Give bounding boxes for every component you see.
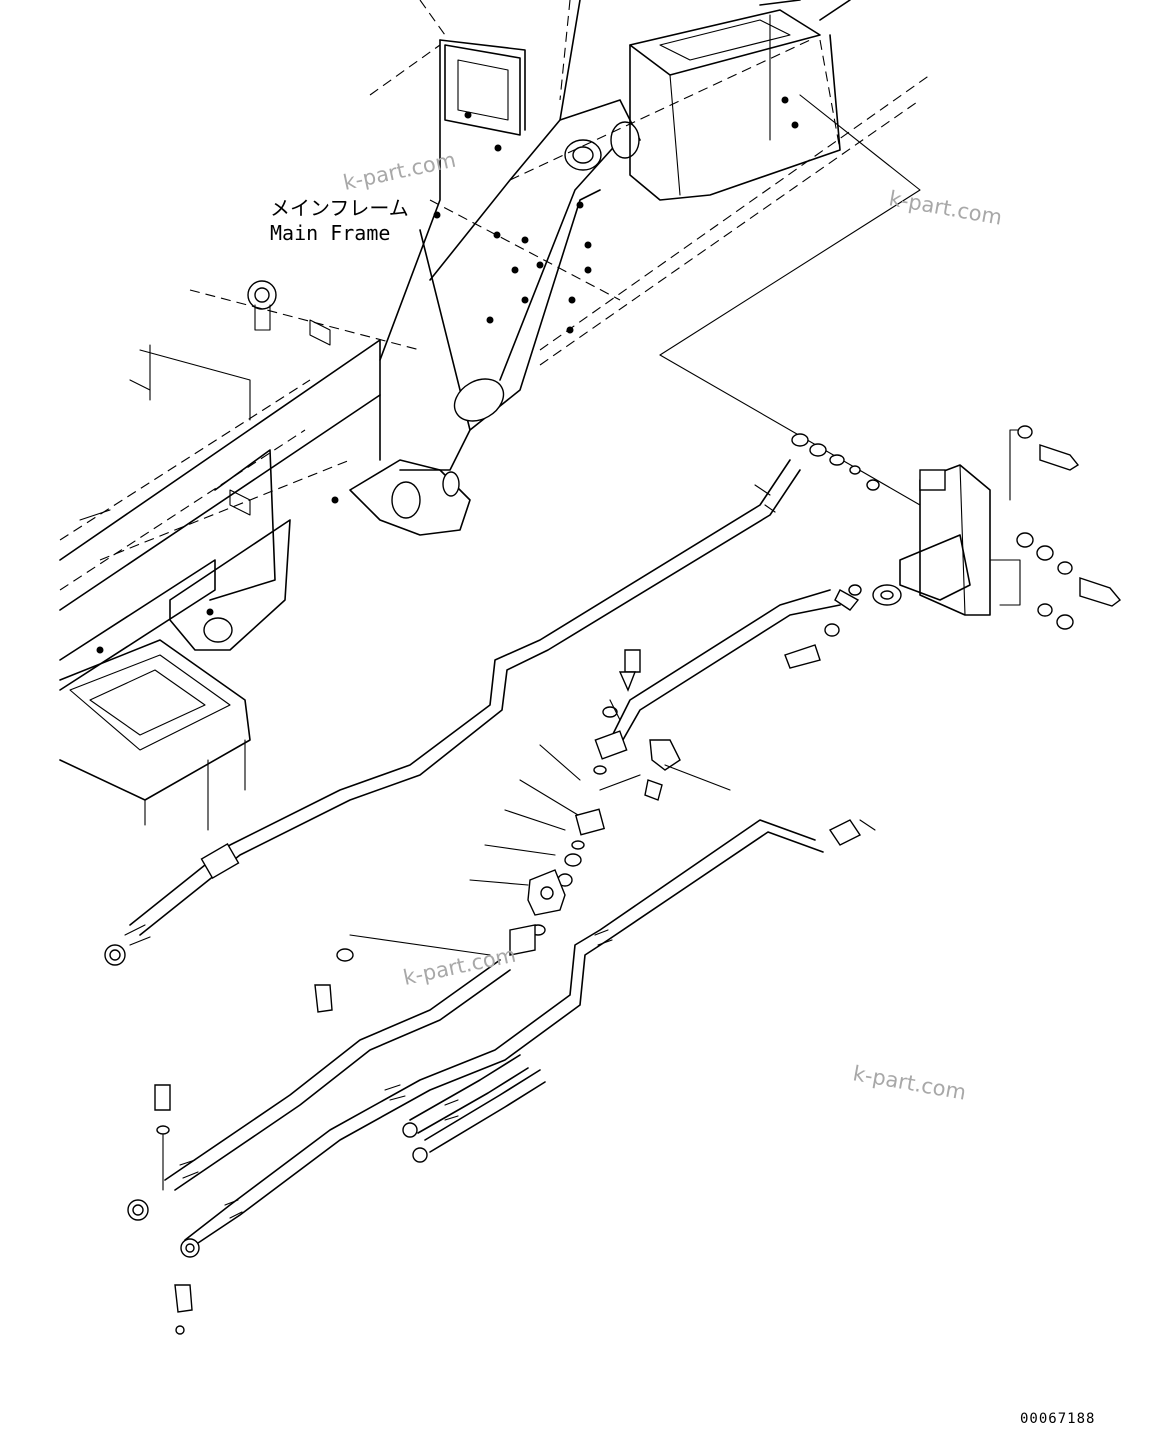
main-frame (59, 0, 851, 831)
leader-lines (349, 699, 731, 956)
main-frame-label-en: Main Frame (270, 221, 390, 245)
reference-lines (59, 0, 931, 591)
frame-bolt-holes (96, 96, 799, 654)
watermark-4: k-part.com (851, 1061, 968, 1104)
pipe-fittings (104, 484, 876, 1335)
watermark-2: k-part.com (887, 186, 1004, 229)
main-frame-label-jp: メインフレーム (270, 196, 409, 220)
valve-bracket-assembly (784, 425, 1122, 669)
watermark-3: k-part.com (401, 943, 518, 990)
hydraulic-pipes (129, 459, 841, 1246)
drawing-number: 00067188 (1020, 1411, 1095, 1427)
leader-bracket (659, 94, 921, 356)
center-components (314, 649, 681, 1013)
leader-bracket-lower (659, 354, 921, 506)
